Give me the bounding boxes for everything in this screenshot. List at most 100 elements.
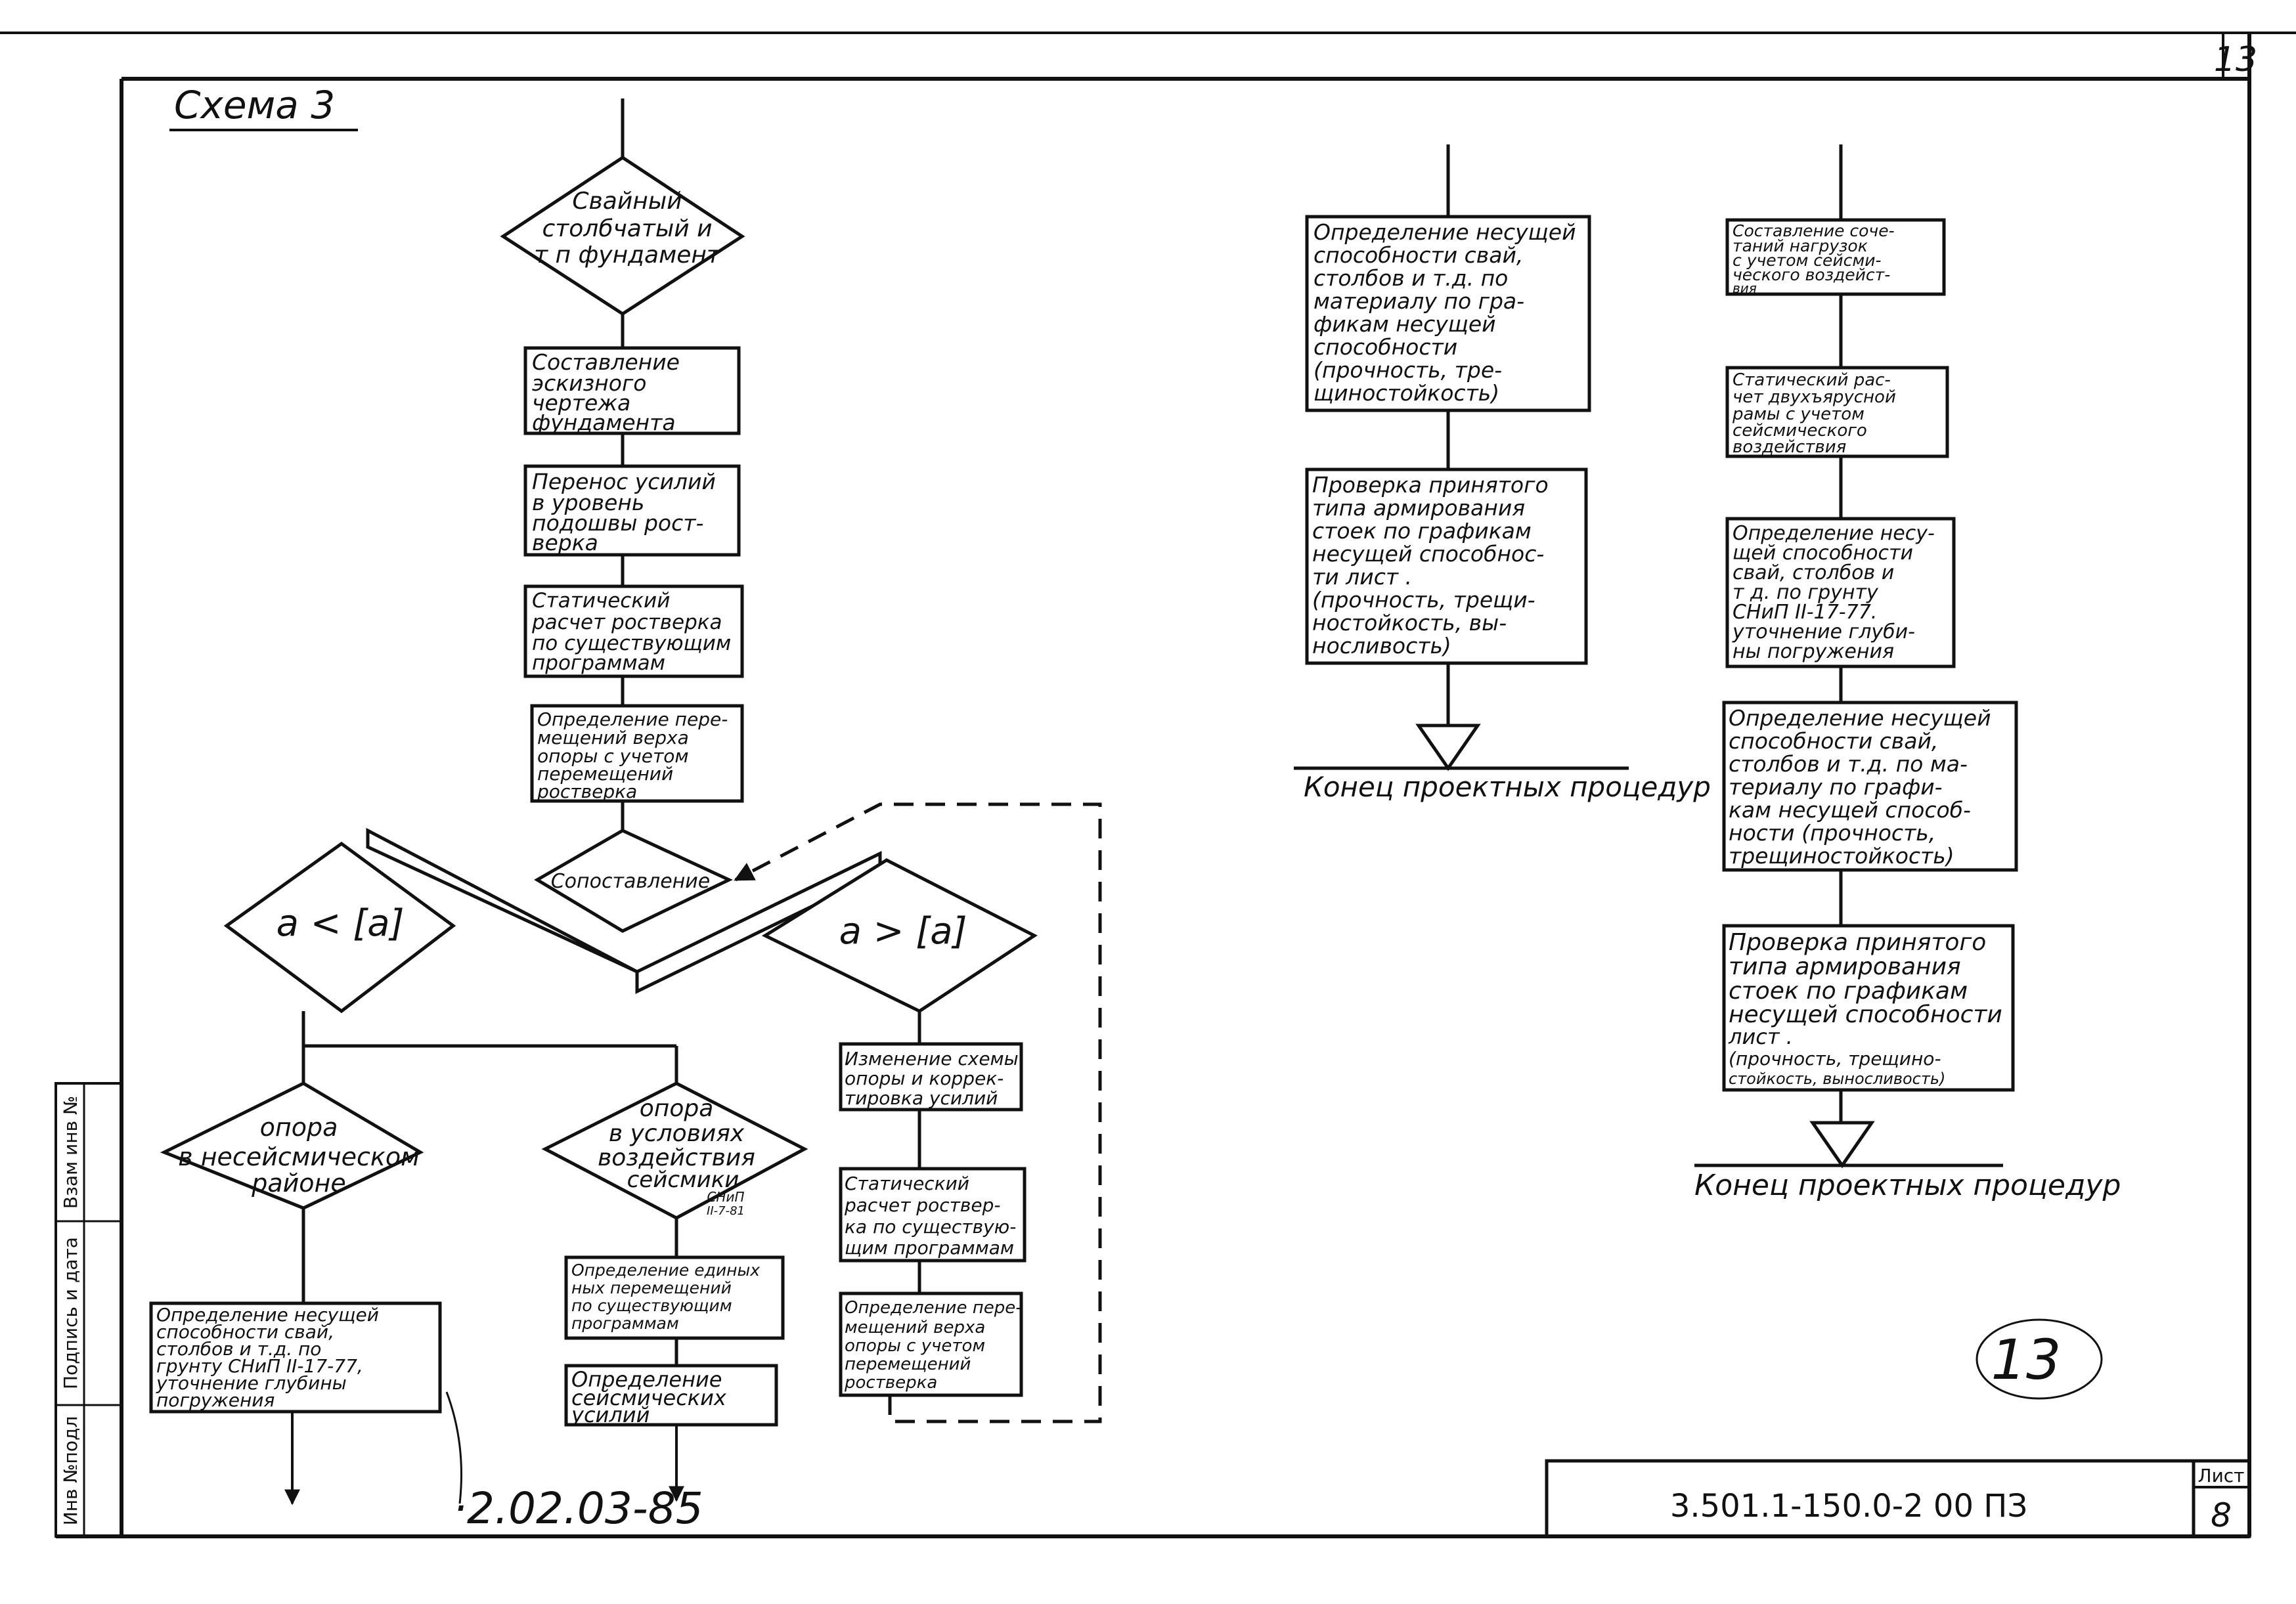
right-box2-line-1: Статический рас-	[1733, 370, 1891, 390]
step-transfer-line-2: в уровень	[532, 490, 644, 515]
right-box4-line-3: столбов и т.д. по ма-	[1729, 751, 1968, 777]
middle-box1-line-3: столбов и т.д. по	[1314, 265, 1508, 291]
seismic-line-6: II-7-81	[707, 1204, 745, 1218]
condition-less-label: a < [a]	[276, 902, 405, 945]
middle-box1-line-8: щиностойкость)	[1314, 380, 1499, 406]
right-frame-calc-box: Статический рас- чет двухъярусной рамы с…	[1725, 366, 1949, 458]
condition-greater-decision: a > [a]	[761, 858, 1038, 1013]
scheme-title: Схема 3	[174, 83, 335, 127]
middle-flow-connectors	[1294, 144, 1629, 770]
step-sketch-line-2: эскизного	[532, 370, 646, 396]
right-box2-line-5: воздействия	[1733, 437, 1846, 457]
right-box5-line-1: Проверка принятого	[1729, 929, 1986, 956]
start-decision: Свайный столбчатый и т п фундамент	[500, 156, 745, 316]
right-reinforcement-box: Проверка принятого типа армирования стое…	[1722, 924, 2015, 1092]
corner-page-number: 13	[2214, 40, 2257, 79]
right-box3-line-6: уточнение глуби-	[1732, 620, 1915, 643]
nonseismic-box-line-1: Определение несущей	[156, 1304, 379, 1326]
step-static-line-3: по существующим	[532, 632, 731, 655]
middle-box2-line-1: Проверка принятого	[1312, 472, 1549, 498]
change-static-box: Статический расчет роствер- ка по сущест…	[839, 1167, 1027, 1263]
middle-box2-line-7: ностойкость, вы-	[1312, 610, 1507, 636]
middle-bearing-box: Определение несущей способности свай, ст…	[1305, 215, 1591, 412]
step-static-line-1: Статический	[532, 589, 670, 613]
step-sketch-line-4: фундамента	[532, 410, 676, 435]
middle-end-marker	[1415, 724, 1481, 771]
right-box4-line-4: териалу по графи-	[1729, 774, 1943, 800]
middle-box1-line-1: Определение несущей	[1314, 219, 1576, 245]
step-displacement-line-5: ростверка	[537, 781, 637, 802]
change-box3-line-1: Определение пере-	[845, 1298, 1022, 1318]
sheet-frame	[0, 32, 2296, 1538]
step-transfer-line-3: подошвы рост-	[532, 510, 703, 536]
right-box4-line-7: трещиностойкость)	[1729, 843, 1954, 869]
right-box4-line-1: Определение несущей	[1729, 705, 1991, 731]
change-box3-line-4: перемещений	[845, 1355, 971, 1374]
right-box2-line-2: чет двухъярусной	[1733, 387, 1896, 407]
circled-number: 13	[1991, 1328, 2062, 1392]
seismic-line-2: в условиях	[609, 1120, 745, 1147]
right-box4-line-2: способности свай,	[1729, 728, 1938, 754]
nonseismic-box-line-5: уточнение глубины	[156, 1372, 347, 1394]
nonseismic-bearing-box: Определение несущей способности свай, ст…	[149, 1301, 442, 1414]
right-box1-line-3: с учетом сейсми-	[1733, 251, 1882, 270]
sheet-number: 8	[2211, 1496, 2232, 1534]
start-line-1: Свайный	[572, 188, 682, 215]
handwritten-note: ·2.02.03-85	[453, 1483, 703, 1534]
right-box5-line-5: лист .	[1728, 1024, 1793, 1049]
comparison-band	[366, 827, 882, 994]
step-displacement-line-4: перемещений	[537, 763, 673, 785]
right-box3-line-1: Определение несу-	[1733, 522, 1935, 545]
step-displacement-line-1: Определение пере-	[537, 708, 728, 730]
change-box3-line-2: мещений верха	[845, 1318, 985, 1337]
right-box3-line-2: щей способности	[1733, 542, 1913, 565]
change-box3-line-5: ростверка	[844, 1373, 937, 1393]
right-box2-line-3: рамы с учетом	[1732, 404, 1865, 424]
nonseismic-decision: опора в несейсмическом районе	[160, 1081, 424, 1210]
seismic-box2-line-3: усилий	[571, 1402, 650, 1427]
side-stamp: Взам инв № Подпись и дата Инв №подл	[55, 1082, 123, 1538]
step-sketch-line-1: Составление	[532, 349, 680, 375]
right-end-label: Конец проектных процедур	[1694, 1169, 2121, 1202]
middle-box1-line-6: способности	[1314, 334, 1457, 360]
change-displacement-box: Определение пере- мещений верха опоры с …	[839, 1291, 1023, 1397]
compare-label: Сопоставление	[551, 870, 711, 893]
middle-box1-line-4: материалу по гра-	[1314, 288, 1524, 314]
seismic-box2-line-1: Определение	[571, 1367, 722, 1392]
seismic-box2-line-2: сейсмических	[571, 1385, 727, 1410]
right-material-bearing-box: Определение несущей способности свай, ст…	[1722, 701, 2018, 872]
stamp-inv-original: Инв №подл	[60, 1416, 81, 1525]
circled-number-stamp: 13	[1976, 1318, 2103, 1400]
seismic-box1-line-1: Определение единых	[571, 1261, 760, 1280]
title-block: 3.501.1-150.0-2 00 ПЗ Лист 8	[1545, 1459, 2251, 1538]
seismic-displacement-box: Определение единых ных перемещений по су…	[564, 1255, 785, 1340]
step-displacement-line-3: опоры с учетом	[537, 745, 689, 767]
nonseismic-line-3: районе	[251, 1169, 346, 1198]
seismic-box1-line-3: по существующим	[571, 1296, 732, 1315]
nonseismic-box-line-4: грунту СНиП II-17-77,	[156, 1355, 363, 1377]
seismic-forces-box: Определение сейсмических усилий	[564, 1364, 778, 1427]
right-box5-line-7: стойкость, выносливость)	[1729, 1070, 1945, 1088]
right-box1-line-5: вия	[1733, 280, 1757, 296]
step-sketch-box: Составление эскизного чертежа фундамента	[523, 346, 741, 435]
seismic-decision: опора в условиях воздействия сейсмики СН…	[541, 1081, 808, 1220]
left-flow-connectors	[284, 98, 1102, 1506]
right-box3-line-4: т д. по грунту	[1733, 581, 1879, 604]
right-box2-line-4: сейсмического	[1733, 421, 1867, 441]
right-end-marker	[1809, 1121, 1875, 1169]
change-box1-line-3: тировка усилий	[845, 1087, 998, 1109]
seismic-line-3: воздействия	[598, 1144, 755, 1171]
step-static-line-4: программам	[532, 651, 665, 675]
change-box3-line-3: опоры с учетом	[845, 1336, 985, 1356]
right-box5-line-6: (прочность, трещино-	[1729, 1048, 1941, 1070]
nonseismic-box-line-3: столбов и т.д. по	[156, 1338, 321, 1360]
middle-box2-line-3: стоек по графикам	[1312, 518, 1532, 544]
seismic-line-5: СНиП	[707, 1189, 744, 1205]
nonseismic-line-2: в несейсмическом	[178, 1142, 420, 1171]
right-box1-line-1: Составление соче-	[1733, 221, 1895, 240]
step-displacement-line-2: мещений верха	[537, 727, 689, 748]
sheet-label: Лист	[2198, 1465, 2245, 1486]
right-box3-line-5: СНиП II-17-77.	[1733, 601, 1877, 624]
right-box4-line-6: ности (прочность,	[1729, 820, 1935, 846]
seismic-line-1: опора	[640, 1095, 714, 1122]
